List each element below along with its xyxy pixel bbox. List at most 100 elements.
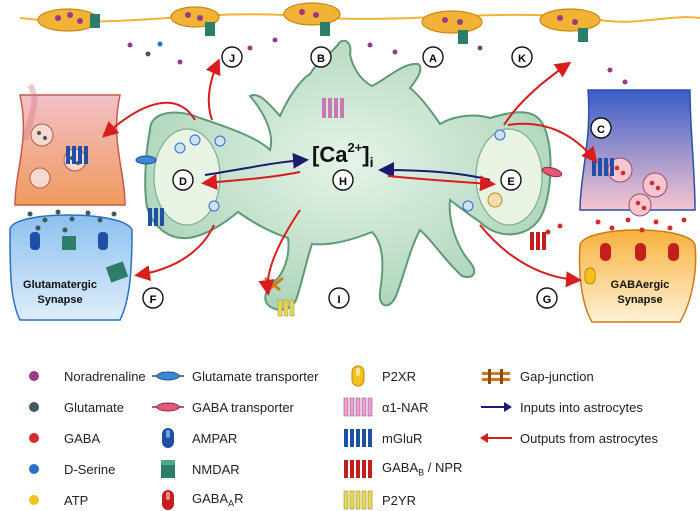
marker-h: H: [332, 169, 354, 191]
legend-label: Glutamate: [64, 399, 124, 415]
glutamate-transporter-icon: [150, 365, 186, 387]
svg-text:K: K: [518, 53, 526, 65]
legend-gabab-npr: GABAB / NPR: [340, 458, 462, 480]
p2yr-astro: [277, 299, 295, 317]
astrocyte-diagram: Glutamatergic Synapse GABAergic Synapse: [9, 2, 700, 323]
legend-label: GABA transporter: [192, 399, 294, 415]
blood-vessel: [19, 13, 700, 23]
legend-gaba: GABA: [22, 427, 100, 449]
svg-text:D: D: [179, 176, 187, 188]
gaba-synapse-label-2: Synapse: [617, 294, 662, 306]
alpha1-nar-receptor: [322, 98, 344, 118]
legend-glutamate-transporter: Glutamate transporter: [150, 365, 318, 387]
legend-label: NMDAR: [192, 461, 240, 477]
legend-p2xr: P2XR: [340, 365, 416, 387]
svg-text:J: J: [229, 53, 235, 65]
svg-text:G: G: [543, 294, 552, 306]
marker-b: B: [310, 46, 332, 68]
legend-noradrenaline: Noradrenaline: [22, 365, 146, 387]
gap-junction-icon: [478, 365, 514, 387]
legend-label: P2YR: [382, 492, 416, 508]
legend-atp: ATP: [22, 489, 88, 511]
marker-f: F: [142, 287, 164, 309]
mglur-astro: [148, 208, 164, 226]
legend-label: Noradrenaline: [64, 368, 146, 384]
legend-gap-junction: Gap-junction: [478, 365, 594, 387]
gabab-npr-icon: [340, 458, 376, 480]
svg-text:A: A: [429, 53, 437, 65]
mglur-receptor-glut: [66, 146, 88, 164]
legend-outputs-arrow: Outputs from astrocytes: [478, 427, 658, 449]
legend-alpha1-nar: α1-NAR: [340, 396, 429, 418]
marker-d: D: [172, 169, 194, 191]
input-arrow-icon: [478, 396, 514, 418]
legend-gabaar: GABAAR: [150, 489, 244, 511]
svg-text:B: B: [317, 53, 325, 65]
glutamatergic-synapse: Glutamatergic Synapse: [9, 83, 133, 321]
legend-glutamate: Glutamate: [22, 396, 124, 418]
alpha1-nar-icon: [340, 396, 376, 418]
legend-nmdar: NMDAR: [150, 458, 240, 480]
gabab-npr-astro: [530, 232, 546, 250]
noradrenaline-icon: [22, 365, 58, 387]
marker-a: A: [422, 46, 444, 68]
gaba-transporter-astro: [541, 166, 563, 178]
svg-text:Glutamatergic: Glutamatergic: [23, 279, 97, 291]
ampar-icon: [150, 427, 186, 449]
legend-label: Glutamate transporter: [192, 368, 319, 384]
gabaar-icon: [150, 489, 186, 511]
glutamate-icon: [22, 396, 58, 418]
legend-label: ATP: [64, 492, 89, 508]
legend-label: Gap-junction: [520, 368, 594, 384]
gaba-transporter-icon: [150, 396, 186, 418]
glut-synapse-label-1: Glutamatergic: [23, 279, 97, 291]
legend: Noradrenaline Glutamate GABA D-Serine AT…: [0, 345, 700, 510]
svg-text:GABAergic: GABAergic: [611, 279, 670, 291]
p2xr-icon: [340, 365, 376, 387]
legend-label: Outputs from astrocytes: [520, 430, 658, 446]
svg-text:H: H: [339, 176, 347, 188]
legend-label: D-Serine: [64, 461, 116, 477]
calcium-label: [Ca2+]i: [312, 140, 374, 170]
legend-label: Inputs into astrocytes: [520, 399, 643, 415]
gaba-icon: [22, 427, 58, 449]
marker-k: K: [511, 46, 533, 68]
mglur-icon: [340, 427, 376, 449]
marker-g: G: [536, 287, 558, 309]
gabaergic-synapse: GABAergic Synapse: [545, 89, 697, 323]
glutamate-transporter-astro: [135, 155, 157, 165]
legend-mglur: mGluR: [340, 427, 422, 449]
nmdar-icon: [150, 458, 186, 480]
legend-label: AMPAR: [192, 430, 238, 446]
glut-synapse-label-2: Synapse: [37, 294, 82, 306]
legend-label: GABAB / NPR: [382, 460, 463, 478]
mglur-receptor-gaba: [592, 158, 614, 176]
legend-label: mGluR: [382, 430, 423, 446]
legend-label: GABAAR: [192, 491, 244, 509]
gaba-synapse-label-1: GABAergic: [611, 279, 670, 291]
svg-text:Synapse: Synapse: [37, 294, 82, 306]
marker-e: E: [500, 169, 522, 191]
vessel-endfeet: [37, 2, 601, 44]
svg-text:F: F: [150, 294, 157, 306]
legend-gaba-transporter: GABA transporter: [150, 396, 294, 418]
output-arrows: [102, 58, 598, 296]
legend-dserine: D-Serine: [22, 458, 115, 480]
legend-ampar: AMPAR: [150, 427, 237, 449]
legend-label: P2XR: [382, 368, 416, 384]
svg-text:Synapse: Synapse: [617, 294, 662, 306]
legend-p2yr: P2YR: [340, 489, 416, 511]
svg-text:E: E: [507, 176, 514, 188]
dserine-icon: [22, 458, 58, 480]
marker-j: J: [221, 46, 243, 68]
marker-c: C: [590, 117, 612, 139]
legend-label: GABA: [64, 430, 101, 446]
marker-i: I: [328, 287, 350, 309]
svg-text:C: C: [597, 124, 605, 136]
p2yr-icon: [340, 489, 376, 511]
legend-label: α1-NAR: [382, 399, 429, 415]
output-arrow-icon: [478, 427, 514, 449]
legend-inputs-arrow: Inputs into astrocytes: [478, 396, 643, 418]
svg-text:I: I: [337, 294, 340, 306]
atp-icon: [22, 489, 58, 511]
